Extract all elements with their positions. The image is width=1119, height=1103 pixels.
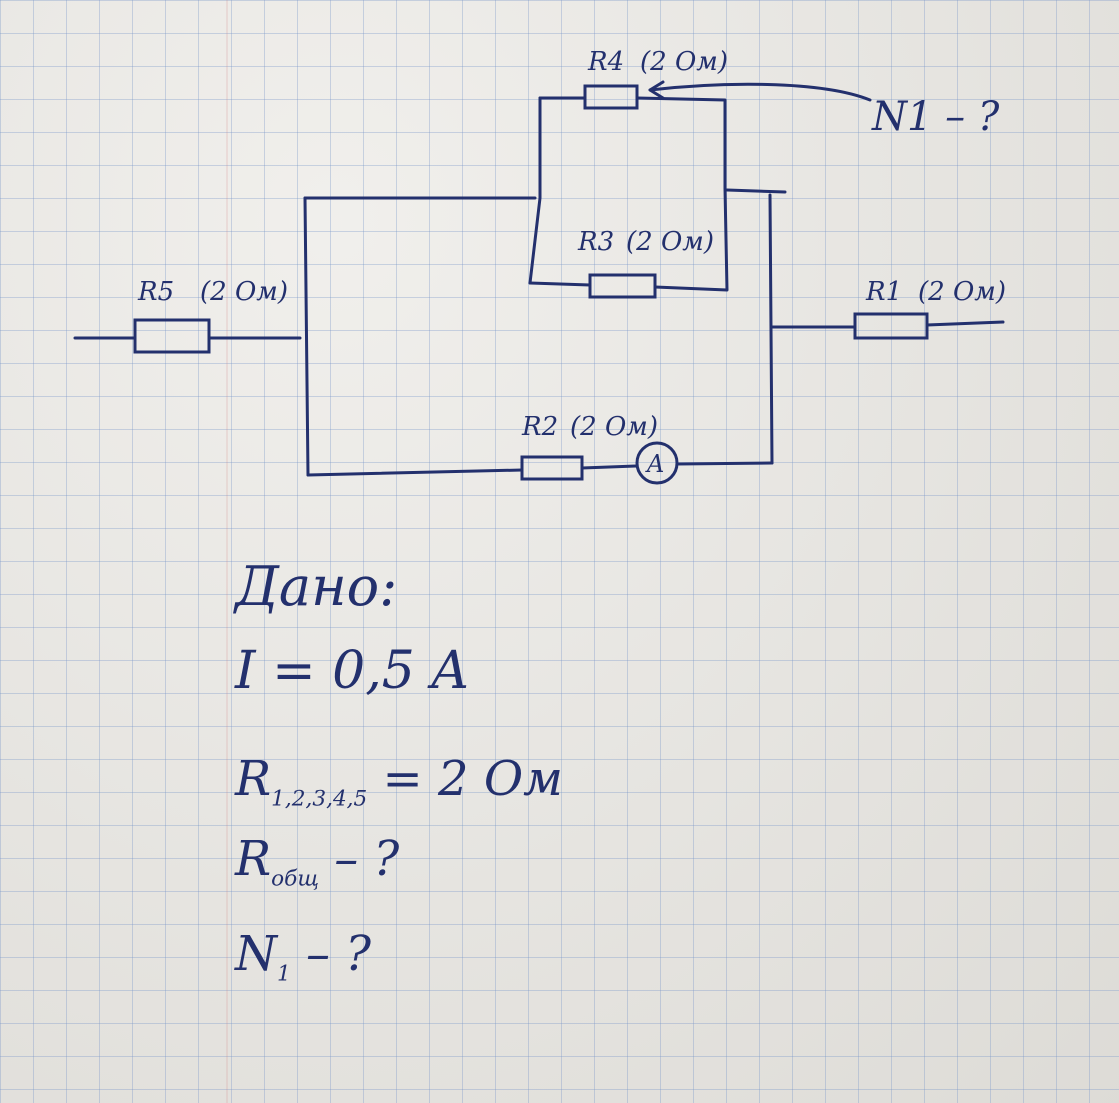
label-r1-value: (2 Ом) <box>918 277 1006 307</box>
label-r3: R3 <box>577 227 614 257</box>
resistances-value: = 2 Ом <box>367 751 563 807</box>
wire-r4-r3-left <box>528 96 542 285</box>
power-subscript: 1 <box>277 961 291 987</box>
resistor-r5 <box>133 318 211 354</box>
resistances-subscript: 1,2,3,4,5 <box>271 786 368 812</box>
resistor-r3 <box>588 273 657 299</box>
label-r5-value: (2 Ом) <box>200 277 288 307</box>
resistor-r1 <box>853 312 929 340</box>
label-r2: R2 <box>521 412 558 442</box>
wire-r3-right <box>653 186 729 292</box>
label-r1: R1 <box>865 277 902 307</box>
total-resistance-subscript: общ <box>271 866 319 892</box>
label-r4-value: (2 Ом) <box>640 47 728 77</box>
total-resistance-symbol: R <box>235 831 272 887</box>
given-title: Дано: <box>235 555 398 618</box>
pointer-arrowhead <box>648 80 665 100</box>
find-total-resistance: Rобщ – ? <box>235 835 399 890</box>
wire-bottom-left <box>306 468 524 477</box>
label-n1-question: N1 – ? <box>871 94 1000 140</box>
wire-r4-right <box>635 96 727 190</box>
wire-output-right <box>925 320 1005 327</box>
label-r5: R5 <box>137 277 174 307</box>
resistor-r2 <box>520 455 584 481</box>
wire-block-to-right <box>725 188 787 194</box>
wire-right-bus <box>768 193 774 465</box>
given-resistances: R1,2,3,4,5 = 2 Ом <box>235 755 563 810</box>
label-ammeter: A <box>645 450 664 478</box>
resistor-r4 <box>583 84 639 110</box>
label-r3-value: (2 Ом) <box>626 227 714 257</box>
find-power: N1 – ? <box>235 930 371 985</box>
power-question: – ? <box>290 926 371 982</box>
wire-r3-left <box>528 281 592 287</box>
label-r2-value: (2 Ом) <box>570 412 658 442</box>
wire-ammeter-to-right <box>675 461 774 466</box>
given-current: I = 0,5 A <box>235 641 469 701</box>
power-symbol: N <box>235 926 277 982</box>
notebook-margin <box>226 0 228 1103</box>
pointer-arrow <box>648 82 872 102</box>
resistances-symbol: R <box>235 751 272 807</box>
wire-r2-to-ammeter <box>580 464 639 470</box>
label-r4: R4 <box>587 47 624 77</box>
total-resistance-question: – ? <box>318 831 400 887</box>
wire-left-bus <box>303 196 310 477</box>
